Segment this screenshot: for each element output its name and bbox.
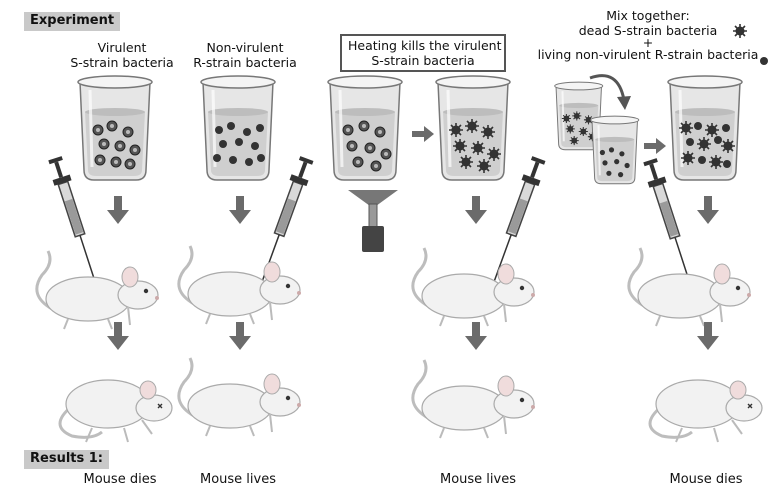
beaker-mix-living — [589, 115, 640, 185]
mouse-1 — [35, 249, 161, 331]
label-nonvirulent-line2: R-strain bacteria — [193, 55, 297, 70]
arrow-down-2b — [229, 322, 251, 350]
mouse-3-alive — [411, 358, 537, 440]
mouse-4 — [627, 246, 753, 328]
dead-s-legend-icon — [732, 23, 748, 39]
dead-mouse-4 — [648, 378, 764, 444]
outcome-2: Mouse lives — [199, 472, 276, 487]
label-mix-dead: dead S-strain bacteria — [578, 23, 718, 38]
r-legend-icon — [760, 57, 768, 65]
pour-arrowhead — [617, 96, 631, 110]
label-heating-line2: S-strain bacteria — [371, 53, 475, 68]
arrow-down-3b — [465, 322, 487, 350]
pour-arrow — [589, 74, 626, 101]
beaker-nonvirulent — [199, 74, 277, 182]
label-virulent-line1: Virulent — [97, 40, 147, 55]
beaker-dead-s — [434, 74, 512, 182]
arrow-right-mix — [644, 138, 666, 154]
label-virulent-line2: S-strain bacteria — [70, 55, 174, 70]
arrow-down-4a — [697, 196, 719, 224]
arrow-right-heat — [412, 126, 434, 142]
beaker-heating — [326, 74, 404, 182]
label-virulent: Virulent S-strain bacteria — [62, 40, 182, 70]
beaker-virulent — [76, 74, 154, 182]
label-heating-line1: Heating kills the virulent — [348, 38, 502, 53]
mouse-3 — [411, 246, 537, 328]
arrow-down-2a — [229, 196, 251, 224]
mouse-2-alive — [177, 356, 303, 438]
mouse-2 — [177, 244, 303, 326]
arrow-down-1a — [107, 196, 129, 224]
arrow-down-3a — [465, 196, 487, 224]
outcome-1: Mouse dies — [83, 472, 157, 487]
experiment-tag: Experiment — [24, 12, 121, 31]
label-heating: Heating kills the virulent S-strain bact… — [340, 34, 506, 72]
dead-mouse-1 — [58, 378, 174, 444]
arrow-down-4b — [697, 322, 719, 350]
label-nonvirulent: Non-virulent R-strain bacteria — [185, 40, 305, 70]
outcome-4: Mouse dies — [669, 472, 743, 487]
beaker-mixed — [666, 74, 744, 182]
outcome-3: Mouse lives — [439, 472, 516, 487]
label-mix-plus: + — [642, 35, 654, 50]
label-mix: Mix together: dead S-strain bacteria + l… — [528, 8, 768, 62]
label-nonvirulent-line1: Non-virulent — [206, 40, 284, 55]
heater-stand — [348, 190, 398, 252]
label-mix-living: living non-virulent R-strain bacteria — [537, 47, 759, 62]
results-tag: Results 1: — [24, 450, 109, 469]
label-mix-title: Mix together: — [606, 8, 690, 23]
